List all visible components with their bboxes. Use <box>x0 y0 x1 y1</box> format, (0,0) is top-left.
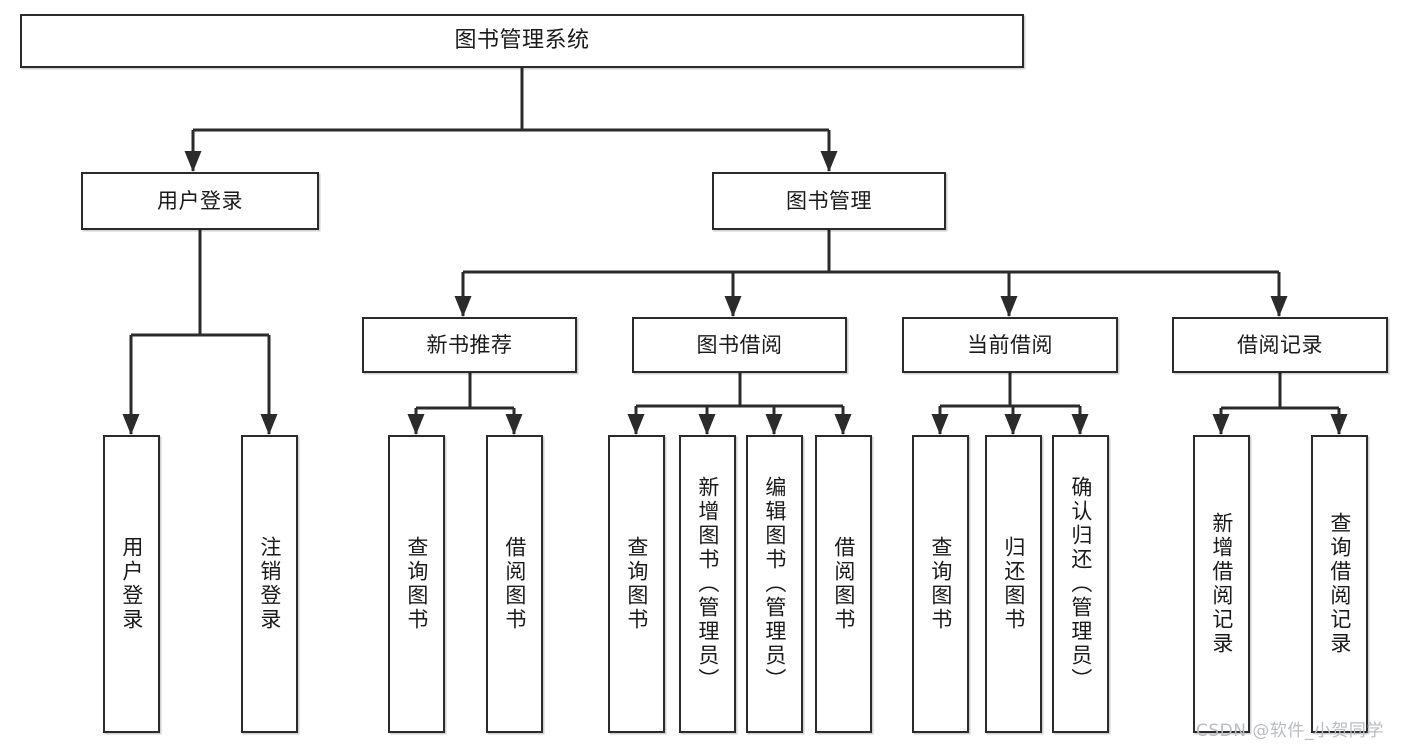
node-newbook[interactable]: 新书推荐 <box>362 317 577 373</box>
node-leaf-cur-2[interactable]: 归还图书 <box>985 435 1042 733</box>
edge-bookmgmt-children-arrowhead-2 <box>1000 296 1018 317</box>
node-leaf-new-1[interactable]: 查询图书 <box>388 435 445 733</box>
node-leaf-login-2[interactable]: 注销登录 <box>241 435 298 733</box>
node-label: 查询图书 <box>928 536 953 632</box>
node-label: 借阅图书 <box>502 536 527 632</box>
node-leaf-rec-1[interactable]: 新增借阅记录 <box>1193 435 1250 733</box>
node-label: 图书管理 <box>786 188 872 213</box>
edge-bookmgmt-children-arrowhead-0 <box>454 296 472 317</box>
node-label: 新增图书（管理员） <box>695 476 720 692</box>
edge-borrow-children-arrowhead-2 <box>765 414 783 435</box>
edge-newbook-children-arrowhead-1 <box>505 414 523 435</box>
edge-current-children-arrowhead-0 <box>931 414 949 435</box>
node-label: 归还图书 <box>1001 536 1026 632</box>
node-leaf-bor-4[interactable]: 借阅图书 <box>815 435 872 733</box>
edge-current-children-arrowhead-1 <box>1004 414 1022 435</box>
edge-bookmgmt-children-arrowhead-1 <box>724 296 742 317</box>
node-record[interactable]: 借阅记录 <box>1172 317 1388 373</box>
node-label: 当前借阅 <box>967 332 1053 357</box>
node-leaf-bor-3[interactable]: 编辑图书（管理员） <box>746 435 803 733</box>
node-label: 用户登录 <box>119 536 144 632</box>
node-label: 查询借阅记录 <box>1327 512 1352 656</box>
node-login[interactable]: 用户登录 <box>81 172 319 230</box>
node-current[interactable]: 当前借阅 <box>902 317 1118 373</box>
node-leaf-login-1[interactable]: 用户登录 <box>103 435 160 733</box>
node-bookmgmt[interactable]: 图书管理 <box>712 172 946 230</box>
edge-record-children-arrowhead-0 <box>1212 414 1230 435</box>
edge-newbook-children-arrowhead-0 <box>407 414 425 435</box>
node-leaf-cur-3[interactable]: 确认归还（管理员） <box>1052 435 1109 733</box>
node-leaf-cur-1[interactable]: 查询图书 <box>912 435 969 733</box>
edge-borrow-children-arrowhead-1 <box>698 414 716 435</box>
node-label: 查询图书 <box>624 536 649 632</box>
edge-record-children-arrowhead-1 <box>1330 414 1348 435</box>
node-label: 新增借阅记录 <box>1209 512 1234 656</box>
edge-login-children-arrowhead-0 <box>122 414 140 435</box>
node-label: 注销登录 <box>257 536 282 632</box>
node-leaf-new-2[interactable]: 借阅图书 <box>486 435 543 733</box>
node-label: 用户登录 <box>157 188 243 213</box>
node-leaf-bor-1[interactable]: 查询图书 <box>608 435 665 733</box>
edge-root-children-arrowhead-0 <box>184 151 202 172</box>
node-label: 借阅记录 <box>1237 332 1323 357</box>
node-label: 借阅图书 <box>831 536 856 632</box>
node-label: 新书推荐 <box>426 332 513 357</box>
edge-root-children-arrowhead-1 <box>820 151 838 172</box>
edge-current-children-arrowhead-2 <box>1071 414 1089 435</box>
node-leaf-bor-2[interactable]: 新增图书（管理员） <box>679 435 736 733</box>
node-label: 查询图书 <box>404 536 429 632</box>
edge-login-children-arrowhead-1 <box>260 414 278 435</box>
edge-bookmgmt-children-arrowhead-3 <box>1270 296 1288 317</box>
node-borrow[interactable]: 图书借阅 <box>632 317 847 373</box>
node-root[interactable]: 图书管理系统 <box>20 14 1024 68</box>
node-label: 图书借阅 <box>696 332 783 357</box>
node-label: 确认归还（管理员） <box>1068 476 1093 692</box>
edge-borrow-children-arrowhead-3 <box>834 414 852 435</box>
node-label: 图书管理系统 <box>454 28 590 54</box>
node-label: 编辑图书（管理员） <box>762 476 787 692</box>
edge-borrow-children-arrowhead-0 <box>627 414 645 435</box>
node-leaf-rec-2[interactable]: 查询借阅记录 <box>1311 435 1368 733</box>
